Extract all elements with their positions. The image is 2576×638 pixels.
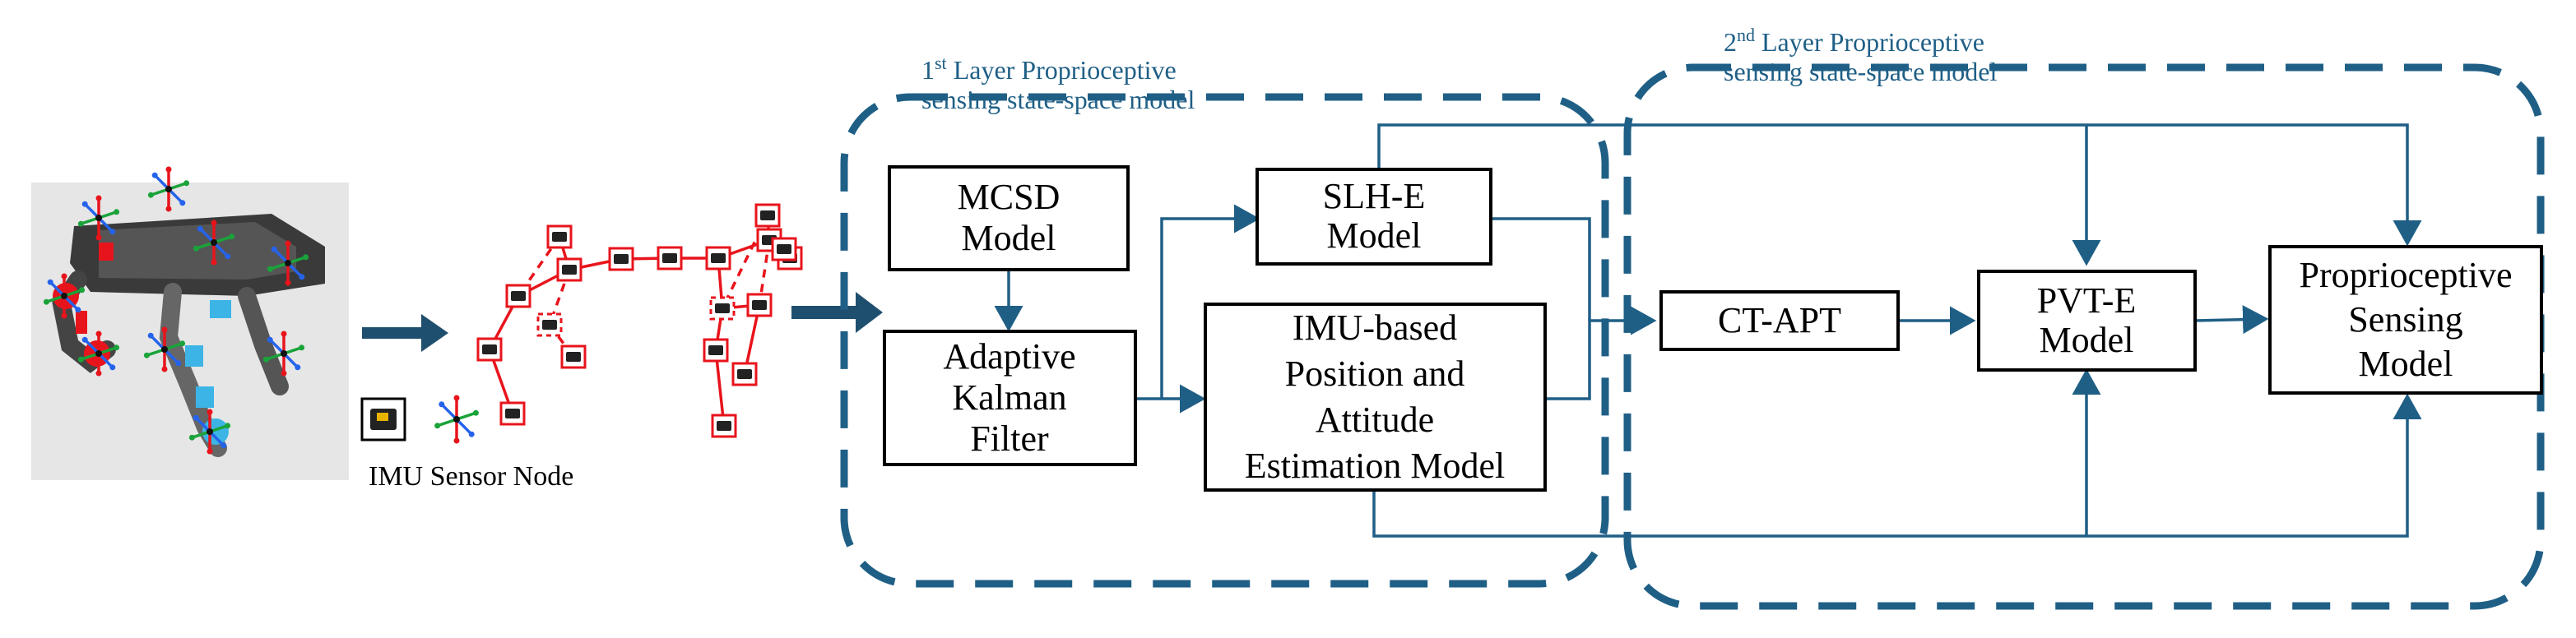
imu-chip-icon bbox=[360, 397, 406, 442]
imu-sensor-node-caption: IMU Sensor Node bbox=[369, 461, 573, 492]
layer1-region bbox=[840, 93, 1609, 588]
imu-sensor-node bbox=[754, 203, 781, 228]
slhe-label-line: SLH-E bbox=[1323, 176, 1426, 216]
mcsd-label-line: MCSD bbox=[958, 177, 1061, 217]
imu-sensor-node bbox=[709, 296, 736, 321]
axis-triad-icon bbox=[193, 220, 235, 266]
axis-triad-icon bbox=[188, 409, 231, 455]
imu-sensor-node bbox=[746, 293, 773, 317]
imu-sensor-node bbox=[499, 401, 526, 426]
imu_pae-label-line: Position and bbox=[1285, 354, 1465, 394]
axis-triad-icon bbox=[143, 326, 186, 372]
axis-triad-icon bbox=[43, 166, 309, 455]
ct-apt-box: CT-APT bbox=[1659, 290, 1900, 351]
sensor-node-graph bbox=[476, 203, 803, 438]
imu-sensor-node bbox=[476, 337, 503, 362]
akf-label-line: Filter bbox=[970, 418, 1049, 459]
imu_pae-label-line: IMU-based bbox=[1293, 307, 1457, 348]
imu-sensor-node bbox=[505, 284, 531, 308]
pvte-label-line: PVT-E bbox=[2037, 280, 2137, 321]
slhe-label-line: Model bbox=[1327, 215, 1422, 256]
axis-triad-icon bbox=[262, 331, 305, 377]
mcsd-label-line: Model bbox=[962, 218, 1056, 258]
axis-triad-icon bbox=[43, 273, 86, 319]
psm-label-line: Sensing bbox=[2348, 299, 2462, 340]
axis-triad-icon bbox=[267, 240, 309, 286]
imu-sensor-node bbox=[731, 362, 758, 386]
pvte-label-line: Model bbox=[2040, 320, 2134, 360]
arrow-right-icon bbox=[791, 292, 883, 333]
imu-sensor-node bbox=[657, 246, 683, 270]
layer2-title: 2nd Layer Proprioceptive sensing state-s… bbox=[1724, 25, 1997, 87]
flow-connectors bbox=[994, 123, 2422, 538]
imu-sensor-node bbox=[560, 344, 587, 369]
ctapt-label-line: CT-APT bbox=[1718, 300, 1841, 340]
imu-sensor-node bbox=[556, 257, 583, 282]
imu-sensor-node bbox=[608, 247, 634, 271]
robot-dog-image bbox=[31, 183, 349, 480]
imu-sensor-node bbox=[711, 414, 737, 438]
axis-triad-icon bbox=[434, 395, 479, 444]
axis-triad-icon bbox=[77, 195, 120, 241]
psm-label-line: Proprioceptive bbox=[2299, 255, 2512, 295]
svg-text:CT-APT: CT-APT bbox=[1718, 300, 1841, 340]
imu-sensor-node bbox=[546, 224, 573, 249]
psm-label-line: Model bbox=[2359, 344, 2453, 384]
axis-triad-icon bbox=[77, 331, 120, 377]
imu-sensor-node bbox=[703, 338, 729, 363]
arrow-right-icon bbox=[362, 314, 448, 352]
layer1-title: 1st Layer Proprioceptive sensing state-s… bbox=[921, 53, 1195, 115]
akf-label-line: Adaptive bbox=[943, 336, 1075, 377]
axis-triad-icon bbox=[147, 166, 190, 212]
imu_pae-label-line: Estimation Model bbox=[1245, 446, 1506, 486]
imu_pae-label-line: Attitude bbox=[1316, 400, 1434, 440]
imu-sensor-node bbox=[771, 237, 797, 261]
axis-triad-icon bbox=[434, 395, 479, 444]
imu-sensor-node bbox=[536, 312, 563, 337]
akf-label-line: Kalman bbox=[952, 377, 1066, 418]
imu-sensor-node bbox=[705, 246, 731, 270]
